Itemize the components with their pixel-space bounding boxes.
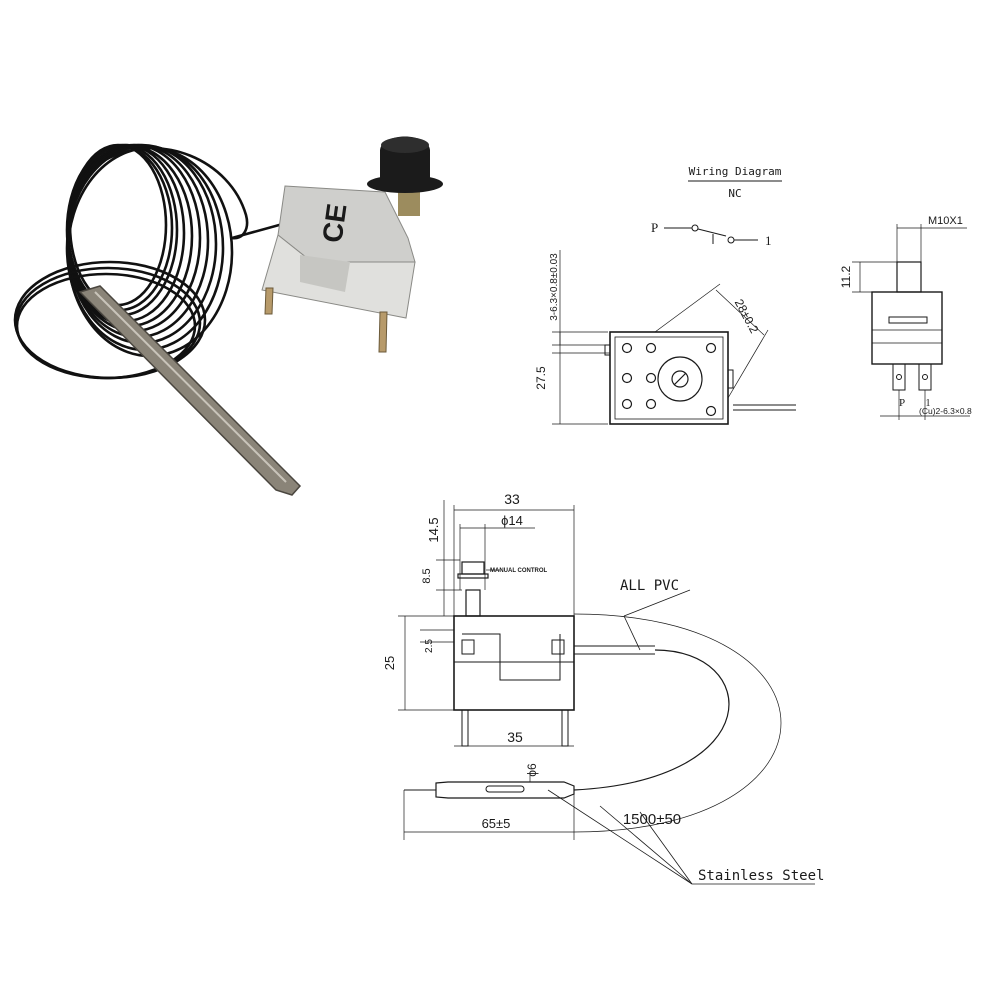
stainless-probe [78, 285, 302, 496]
top-dim-height: 27.5 [534, 366, 548, 390]
terminal-pin-left [264, 287, 274, 315]
front-dim-width-bottom: 35 [507, 729, 523, 745]
front-dim-knob-height: 14.5 [426, 517, 441, 542]
side-terminal-p: P [899, 397, 905, 409]
side-dim-height: 11.2 [839, 265, 853, 288]
ce-mark: CE [316, 202, 352, 245]
side-dim-thread: M10X1 [928, 215, 963, 227]
front-dim-capillary: 1500±50 [623, 811, 681, 828]
wiring-subtitle: NC [728, 187, 741, 200]
front-dim-probe-dia: ϕ6 [525, 763, 539, 777]
front-probe-label: Stainless Steel [698, 868, 824, 884]
front-manual-label: MANUAL CONTROL [490, 568, 548, 574]
wiring-terminal-1: 1 [765, 233, 772, 248]
top-dim-holes: 3-6.3×0.8±0.03 [549, 253, 560, 321]
front-view-drawing: 33 ϕ14 14.5 8.5 MANUAL CONTROL 2.5 [382, 491, 824, 885]
front-dim-button: 8.5 [421, 568, 433, 583]
side-terminal-1: 1 [926, 398, 931, 409]
wiring-terminal-p: P [651, 220, 658, 235]
wiring-diagram: Wiring Diagram NC P 1 [651, 165, 782, 248]
manual-reset-knob [367, 136, 443, 216]
top-dim-diagonal: 28±0.2 [732, 297, 762, 336]
front-dim-width-top: 33 [504, 491, 520, 507]
front-dim-knob-dia: ϕ14 [501, 513, 523, 528]
terminal-pin-right [378, 311, 388, 353]
product-photo: CE [13, 136, 443, 496]
front-dim-probe-length: 65±5 [482, 816, 511, 831]
front-dim-height: 25 [382, 656, 397, 670]
side-view-drawing: M10X1 11.2 P 1 (Cu)2-6.3×0.8 [839, 215, 972, 420]
front-dim-step: 2.5 [424, 639, 435, 653]
front-cable-label: ALL PVC [620, 578, 679, 594]
wiring-title: Wiring Diagram [689, 165, 782, 178]
thermostat-body: CE [261, 185, 416, 353]
side-dim-tabs: (Cu)2-6.3×0.8 [919, 406, 972, 416]
top-view-drawing: 27.5 3-6.3×0.8±0.03 28±0.2 [534, 250, 796, 425]
